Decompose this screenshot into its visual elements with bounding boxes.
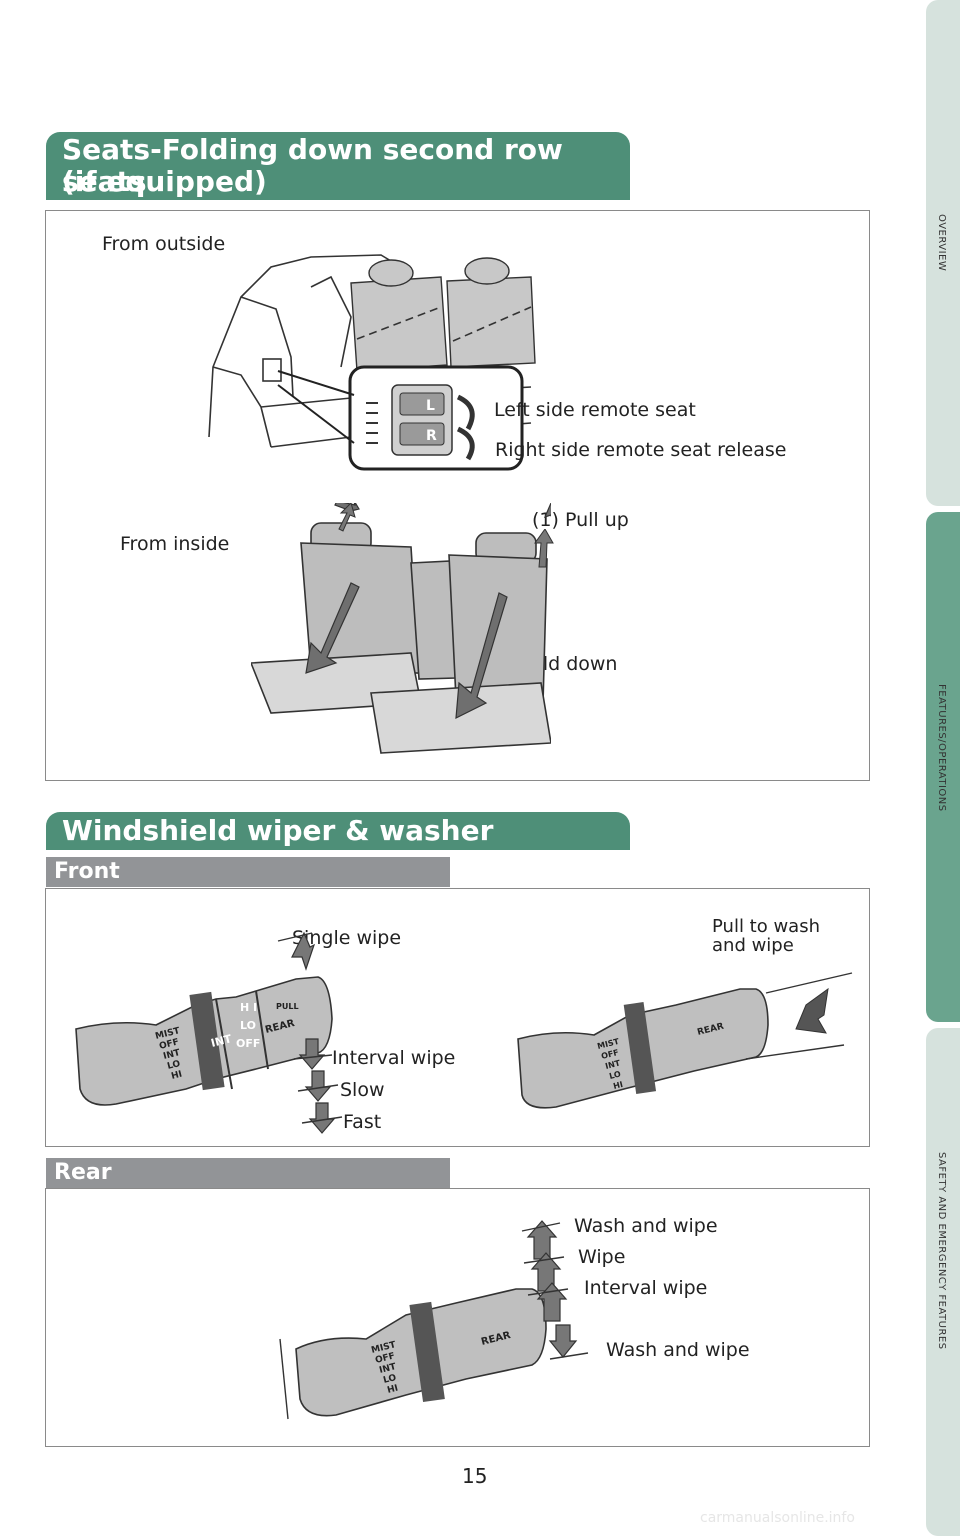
pull-to-wash-label: Pull to wash and wipe [712, 917, 820, 955]
inset-connector-lines [277, 370, 355, 444]
rear-stalk-illustration: MIST OFF INT LO HI REAR [279, 1288, 547, 1420]
tab-overview[interactable]: OVERVIEW [926, 0, 960, 506]
watermark: carmanualsonline.info [700, 1510, 855, 1526]
fast-label: Fast [343, 1111, 382, 1133]
seats-title-line1: Seats-Folding down second row seats [62, 133, 563, 198]
rear-wash-wipe-top-label: Wash and wipe [574, 1215, 718, 1237]
front-stalk-right-illustration: MIST OFF INT LO HI REAR [517, 972, 853, 1109]
rear-stalk-lo: LO [382, 1373, 397, 1386]
pull-up-arrow-right [534, 529, 554, 568]
from-outside-label: From outside [102, 233, 226, 255]
stalk-int-band: INT [210, 1032, 234, 1050]
rear-stalk-hi: HI [386, 1384, 399, 1396]
single-wipe-label: Single wipe [292, 927, 402, 949]
pull-up-label: (1) Pull up [532, 509, 629, 531]
second-row-seats-illustration [251, 503, 551, 754]
lever-l-letter: L [426, 398, 435, 414]
stalk-lo2: LO [240, 1019, 256, 1032]
seats-panel: From outside [45, 210, 870, 781]
stalk-lo-left: LO [166, 1059, 181, 1072]
pull-to-wash-line2: and wipe [712, 935, 794, 956]
rear-wash-wipe-bottom-label: Wash and wipe [606, 1339, 750, 1361]
rear-wiper-panel: Wash and wipe Wipe Interval wipe Wash an… [45, 1188, 870, 1447]
stalk-right-hi: HI [612, 1080, 624, 1091]
wiper-section-header: Windshield wiper & washer [46, 812, 630, 850]
stalk-off2: OFF [236, 1037, 260, 1050]
stalk-right-int: INT [604, 1058, 621, 1071]
rear-wipe-label: Wipe [578, 1246, 626, 1268]
front-wiper-panel: Single wipe Interval wipe Slow Fast Pull… [45, 888, 870, 1147]
stalk-pull: PULL [276, 1002, 299, 1011]
rear-stalk-int: INT [378, 1362, 398, 1376]
slow-label: Slow [340, 1079, 385, 1101]
page-number: 15 [462, 1464, 488, 1488]
rear-arrows-illustration [521, 1220, 589, 1360]
stalk-right-lo: LO [608, 1069, 622, 1081]
from-inside-label: From inside [120, 533, 230, 555]
tab-safety-emergency[interactable]: SAFETY AND EMERGENCY FEATURES [926, 1028, 960, 1536]
stalk-hi-left: HI [170, 1070, 183, 1082]
right-remote-release-label: Right side remote seat release [495, 439, 787, 461]
stalk-int-left: INT [162, 1048, 182, 1062]
rear-subheader: Rear [46, 1158, 450, 1188]
tab-overview-label: OVERVIEW [936, 214, 947, 272]
wiper-title: Windshield wiper & washer [62, 814, 494, 847]
seats-section-header: Seats-Folding down second row seats (if … [46, 132, 630, 200]
lever-r-letter: R [426, 428, 437, 444]
rear-stalk-off: OFF [374, 1351, 396, 1366]
pull-up-arrow-left [338, 503, 356, 532]
seats-title-line2: (if equipped) [62, 165, 267, 198]
stalk-off: OFF [158, 1037, 180, 1052]
rear-interval-wipe-label: Interval wipe [584, 1277, 708, 1299]
tab-features-operations[interactable]: FEATURES/OPERATIONS [926, 512, 960, 1022]
pull-to-wash-line1: Pull to wash [712, 916, 820, 937]
stalk-hi2: H I [240, 1001, 257, 1014]
front-subheader: Front [46, 857, 450, 887]
left-remote-release-label: Left side remote seat [494, 399, 696, 421]
remote-release-inset: L R [348, 365, 524, 471]
tab-safety-label: SAFETY AND EMERGENCY FEATURES [936, 1152, 947, 1350]
tab-features-label: FEATURES/OPERATIONS [936, 684, 947, 812]
front-stalk-left-illustration: MIST OFF INT LO HI INT H I LO OFF REAR P… [75, 931, 343, 1134]
stalk-right-off: OFF [600, 1048, 619, 1061]
front-interval-wipe-label: Interval wipe [332, 1047, 456, 1069]
